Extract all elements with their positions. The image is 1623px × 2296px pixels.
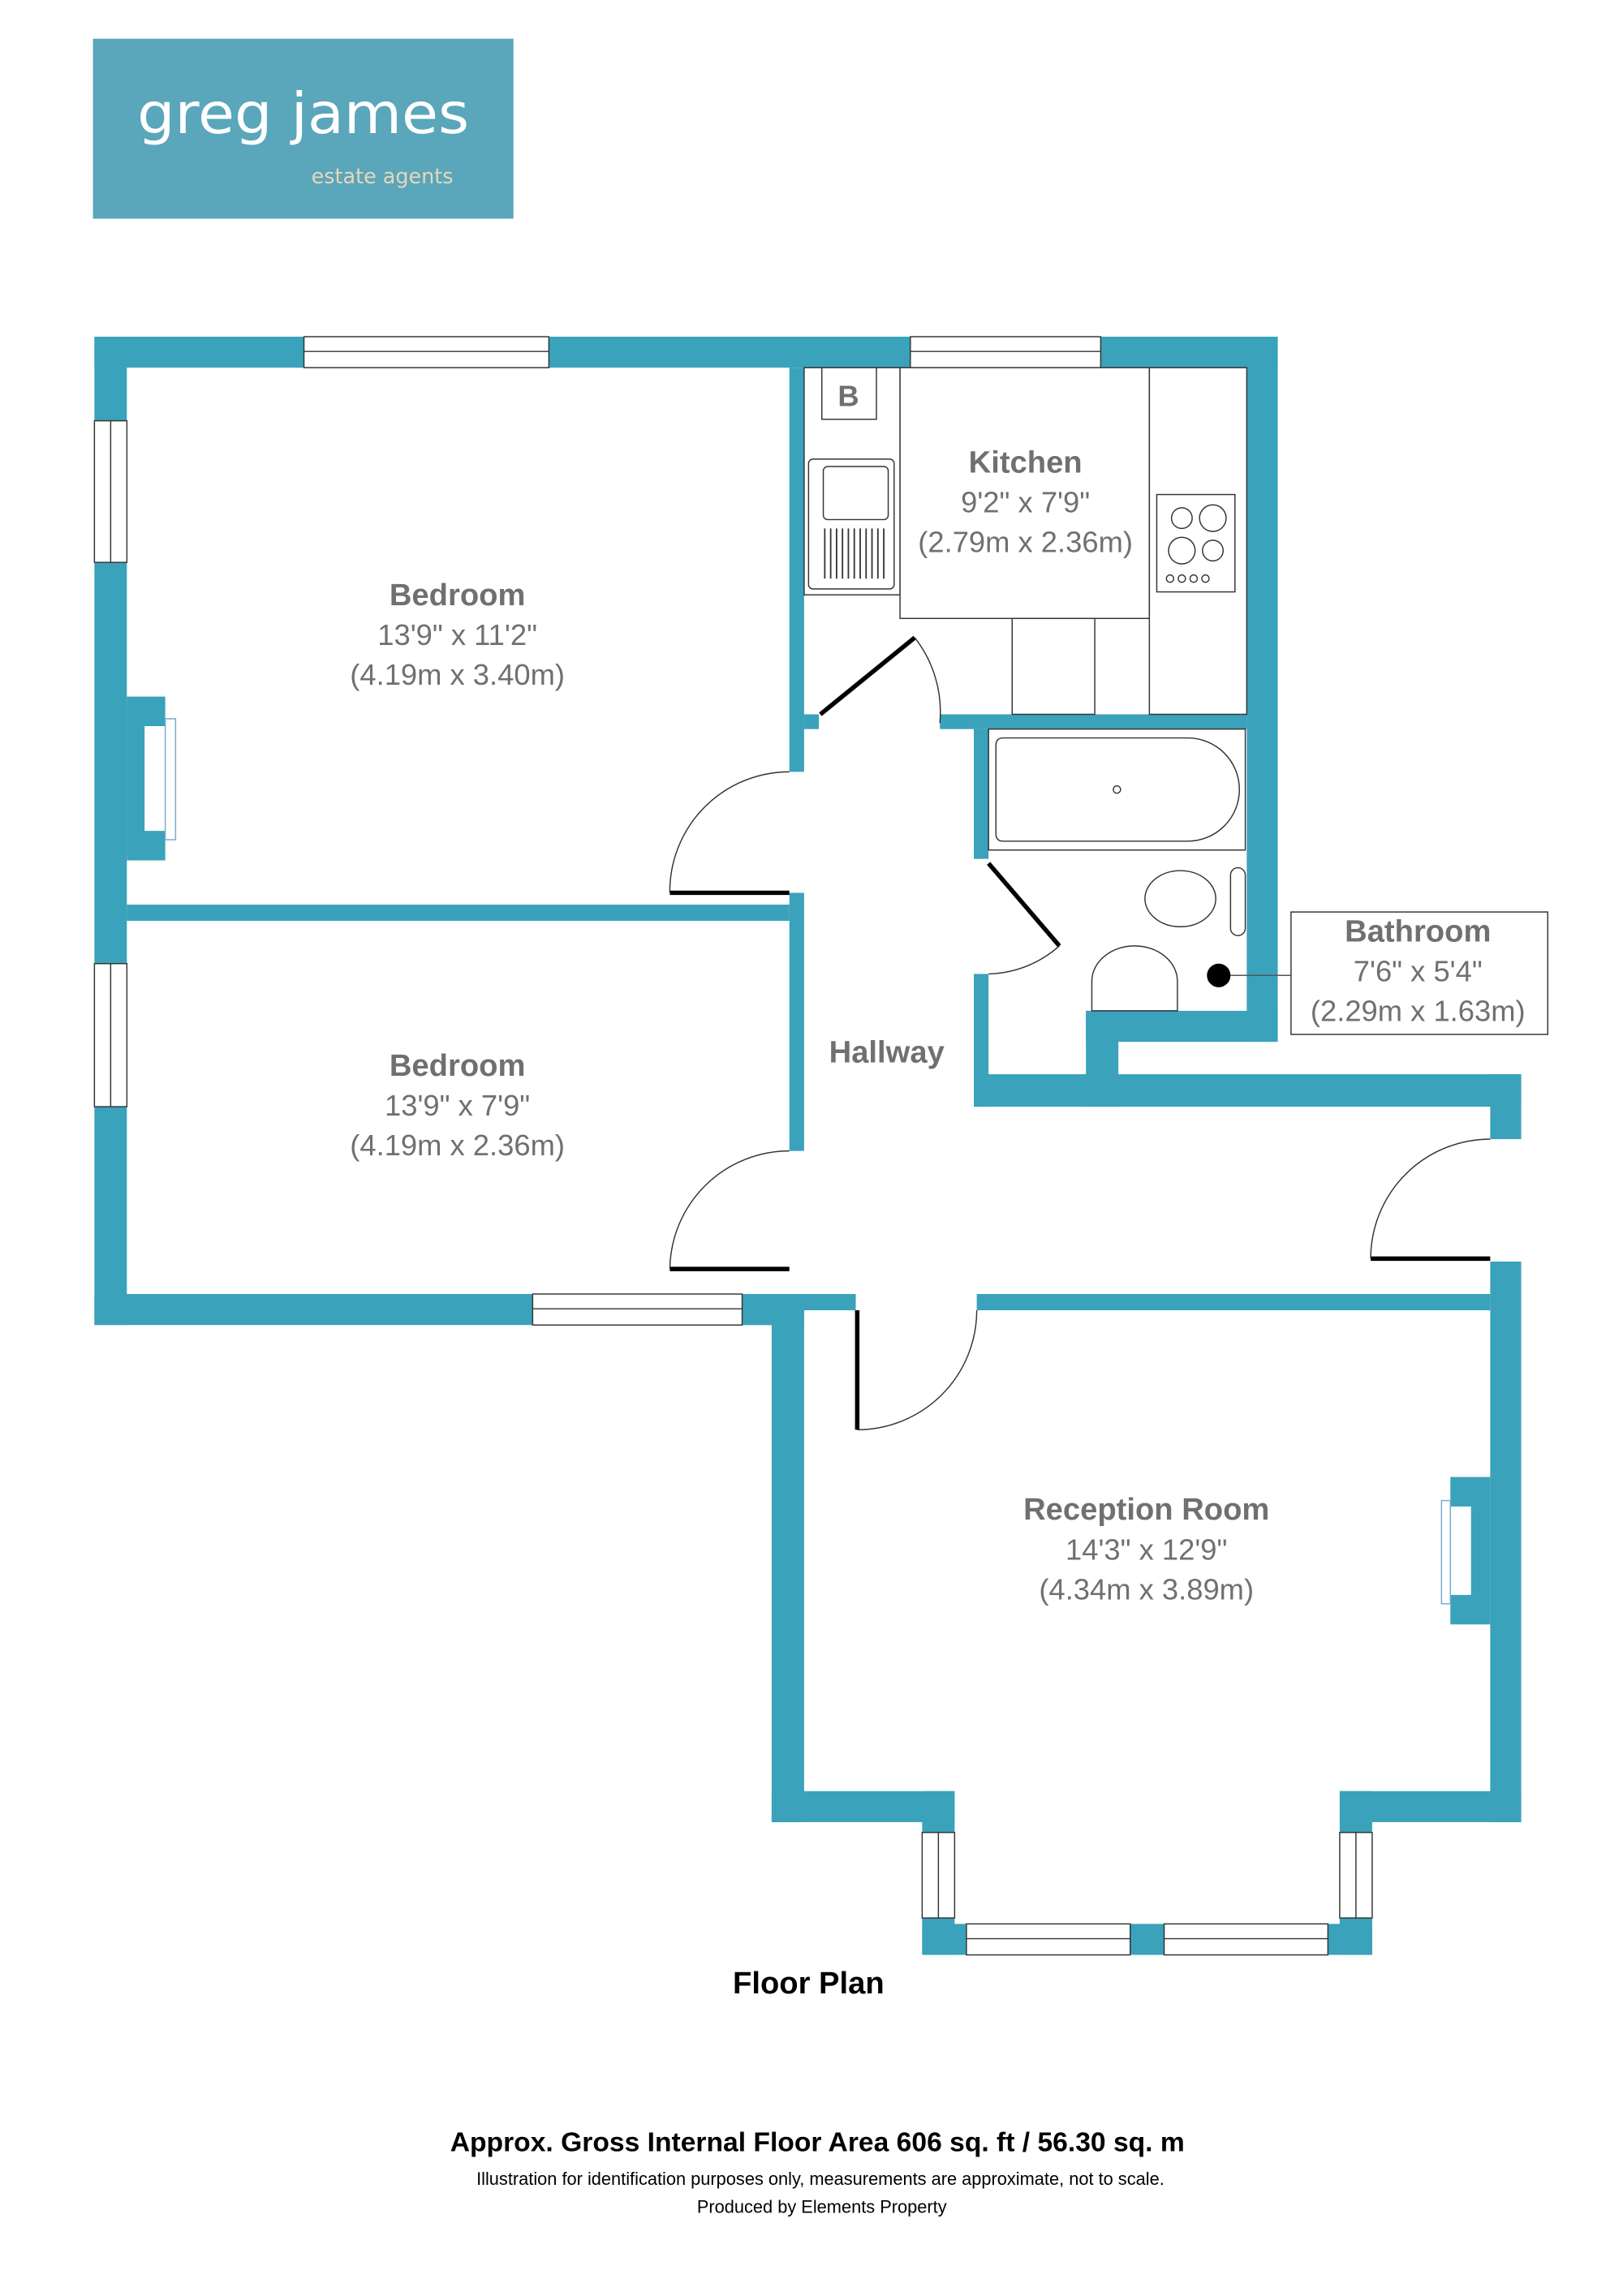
room-reception: Reception Room 14'3" x 12'9" (4.34m x 3.…: [1023, 1492, 1269, 1606]
room-dimensions-imperial: 14'3" x 12'9": [1065, 1533, 1227, 1566]
room-dimensions-metric: (4.19m x 3.40m): [350, 658, 565, 691]
room-dimensions-metric: (4.19m x 2.36m): [350, 1129, 565, 1162]
room-bedroom-2: Bedroom 13'9" x 7'9" (4.19m x 2.36m): [350, 1048, 565, 1162]
hob-icon: [1156, 493, 1236, 593]
room-bathroom: Bathroom 7'6" x 5'4" (2.29m x 1.63m): [1311, 914, 1526, 1027]
floor-area: Approx. Gross Internal Floor Area 606 sq…: [450, 2127, 1185, 2157]
boiler-label: B: [837, 379, 859, 412]
boiler-icon: [820, 367, 877, 420]
room-hallway: Hallway: [829, 1035, 945, 1070]
room-name: Reception Room: [1023, 1492, 1269, 1527]
room-dimensions-imperial: 13'9" x 7'9": [385, 1089, 530, 1122]
basin-icon: [1091, 945, 1178, 1012]
bathroom-fixtures: [988, 728, 1548, 1035]
doors: [669, 635, 1491, 1430]
pipe-marker: [1207, 963, 1231, 987]
brand-name: greg james: [137, 82, 469, 147]
producer: Produced by Elements Property: [697, 2197, 947, 2217]
room-dimensions-metric: (2.29m x 1.63m): [1311, 995, 1526, 1028]
room-name: Bedroom: [390, 578, 526, 613]
room-dimensions-metric: (4.34m x 3.89m): [1039, 1572, 1254, 1606]
windows: [93, 336, 1451, 1956]
room-name: Hallway: [829, 1035, 945, 1070]
room-name: Bathroom: [1345, 914, 1491, 948]
brand-logo: greg james estate agents: [93, 38, 514, 219]
disclaimer: Illustration for identification purposes…: [476, 2169, 1165, 2189]
room-dimensions-imperial: 13'9" x 11'2": [377, 618, 537, 651]
kitchen-fixtures: B: [803, 367, 1248, 716]
room-name: Bedroom: [390, 1048, 526, 1083]
toilet-icon: [1144, 870, 1216, 927]
room-dimensions-imperial: 9'2" x 7'9": [961, 485, 1090, 518]
room-kitchen: Kitchen 9'2" x 7'9" (2.79m x 2.36m): [918, 445, 1133, 558]
room-dimensions-metric: (2.79m x 2.36m): [918, 525, 1133, 558]
plan-title: Floor Plan: [733, 1966, 885, 2001]
room-dimensions-imperial: 7'6" x 5'4": [1354, 955, 1483, 988]
room-bedroom-1: Bedroom 13'9" x 11'2" (4.19m x 3.40m): [350, 578, 565, 691]
room-name: Kitchen: [969, 445, 1083, 479]
brand-tagline: estate agents: [312, 165, 454, 189]
